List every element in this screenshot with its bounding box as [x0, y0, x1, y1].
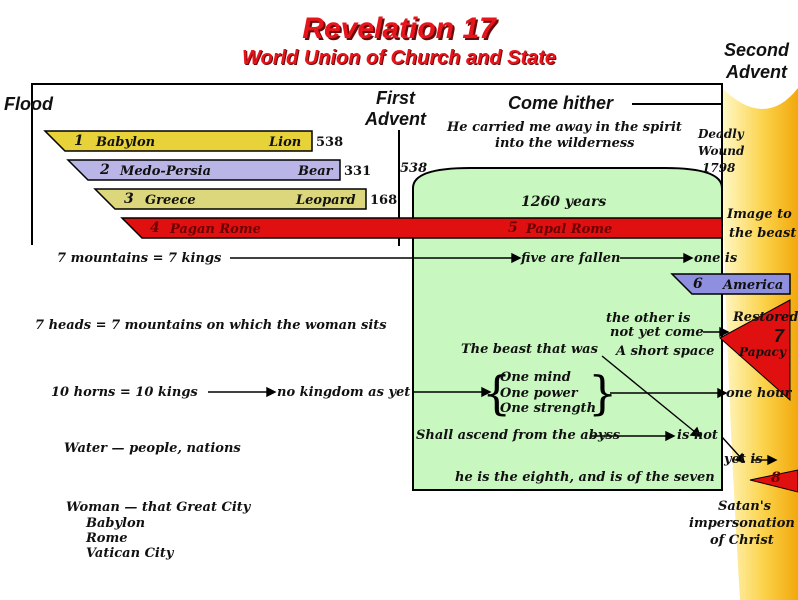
- ascend-abyss: Shall ascend from the abyss: [416, 428, 621, 443]
- kingdom-2-beast: Bear: [298, 164, 333, 179]
- kingdom-5-name: Papal Rome: [526, 222, 613, 237]
- year-538: 538: [400, 161, 428, 176]
- horns-kings: 10 horns = 10 kings: [51, 385, 198, 400]
- kingdom-3-name: Greece: [145, 193, 196, 208]
- city-vatican: Vatican City: [86, 546, 174, 561]
- kingdom-6-name: America: [723, 278, 784, 293]
- kingdom-3-beast: Leopard: [296, 193, 356, 208]
- city-rome: Rome: [86, 531, 128, 546]
- first-advent-label-1: First: [376, 88, 416, 108]
- satan-label-3: of Christ: [710, 533, 774, 548]
- kingdom-4-num: 4: [150, 220, 160, 236]
- yet-is: yet is: [724, 452, 763, 467]
- page-title: Revelation 17: [302, 12, 496, 45]
- kingdom-6-num: 6: [693, 276, 703, 292]
- is-not: is not: [677, 428, 718, 443]
- second-advent-label-2: Advent: [726, 62, 788, 82]
- papacy-7-shape: [719, 299, 791, 402]
- arrows: [208, 252, 778, 466]
- satan-label-1: Satan's: [718, 499, 771, 514]
- kingdom-2-name: Medo-Persia: [120, 164, 212, 179]
- five-fallen: five are fallen: [521, 251, 621, 266]
- svg-text:}: }: [588, 366, 617, 420]
- short-space: A short space: [616, 344, 715, 359]
- rome-bar: [120, 217, 723, 239]
- no-kingdom-yet: no kingdom as yet: [277, 385, 411, 400]
- kingdom-1-bar: [43, 130, 313, 152]
- one-is: one is: [694, 251, 738, 266]
- heads-mountains: 7 heads = 7 mountains on which the woman…: [35, 318, 387, 333]
- kingdom-1-beast: Lion: [269, 135, 302, 150]
- kingdom-8-num: 8: [771, 470, 781, 486]
- image-beast-2: the beast: [729, 226, 797, 241]
- beast-that-was: The beast that was: [461, 342, 598, 357]
- kingdom-3-bar: [93, 188, 367, 210]
- deadly-wound-year: 1798: [702, 161, 736, 175]
- other-not-yet-2: not yet come: [610, 325, 704, 340]
- deadly-wound-1: Deadly: [698, 127, 744, 141]
- beast-8-shape: [749, 469, 798, 493]
- deadly-wound-2: Wound: [698, 144, 745, 158]
- kingdom-2-end: 331: [344, 164, 372, 179]
- america-bar: [670, 273, 791, 295]
- kingdom-3-end: 168: [370, 193, 398, 208]
- kingdom-4-name: Pagan Rome: [170, 222, 261, 237]
- one-mind: One mind: [500, 370, 571, 385]
- satan-label-2: impersonation: [689, 516, 795, 531]
- papacy-label: Papacy: [739, 345, 786, 359]
- flood-label: Flood: [4, 94, 53, 114]
- carried-away-2: into the wilderness: [495, 136, 635, 151]
- one-power: One power: [500, 386, 578, 401]
- kingdom-1-end: 538: [316, 135, 344, 150]
- second-advent-label-1: Second: [724, 40, 790, 60]
- come-hither-label: Come hither: [508, 93, 614, 113]
- restored-label: Restored: [733, 310, 798, 325]
- kingdom-1-num: 1: [74, 133, 84, 149]
- period-1260: 1260 years: [521, 194, 607, 210]
- mountains-kings: 7 mountains = 7 kings: [57, 251, 222, 266]
- kingdom-3-num: 3: [124, 191, 134, 207]
- carried-away-1: He carried me away in the spirit: [447, 120, 682, 135]
- wilderness-area: [412, 167, 723, 491]
- image-beast-1: Image to: [727, 207, 792, 222]
- eighth-of-seven: he is the eighth, and is of the seven: [455, 470, 715, 485]
- timeline-bracket: [31, 83, 723, 250]
- first-advent-label-2: Advent: [365, 109, 427, 129]
- one-hour: one hour: [726, 386, 792, 401]
- kingdom-1-name: Babylon: [96, 135, 156, 150]
- page-subtitle: World Union of Church and State: [241, 47, 557, 69]
- water-people: Water — people, nations: [64, 441, 241, 456]
- woman-great-city: Woman — that Great City: [66, 500, 251, 515]
- city-babylon: Babylon: [86, 516, 146, 531]
- kingdom-7-num: 7: [774, 326, 785, 346]
- svg-text:{: {: [482, 366, 511, 420]
- one-strength: One strength: [500, 401, 597, 416]
- kingdom-2-bar: [66, 159, 341, 181]
- other-not-yet-1: the other is: [606, 311, 691, 326]
- kingdom-2-num: 2: [100, 162, 110, 178]
- kingdom-5-num: 5: [508, 220, 518, 236]
